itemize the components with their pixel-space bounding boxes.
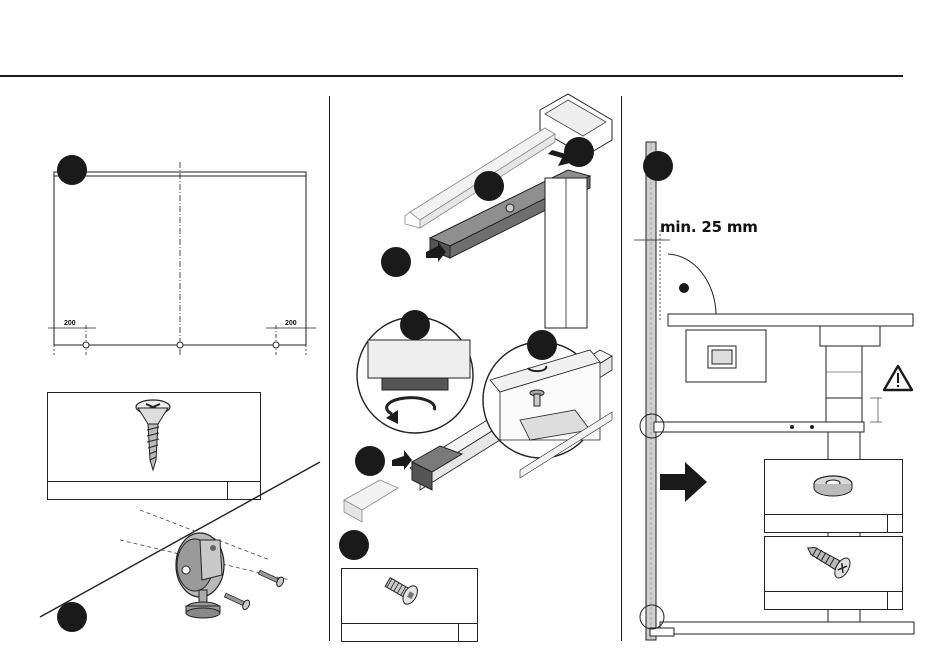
- tapping-screw-icon: [0, 0, 950, 665]
